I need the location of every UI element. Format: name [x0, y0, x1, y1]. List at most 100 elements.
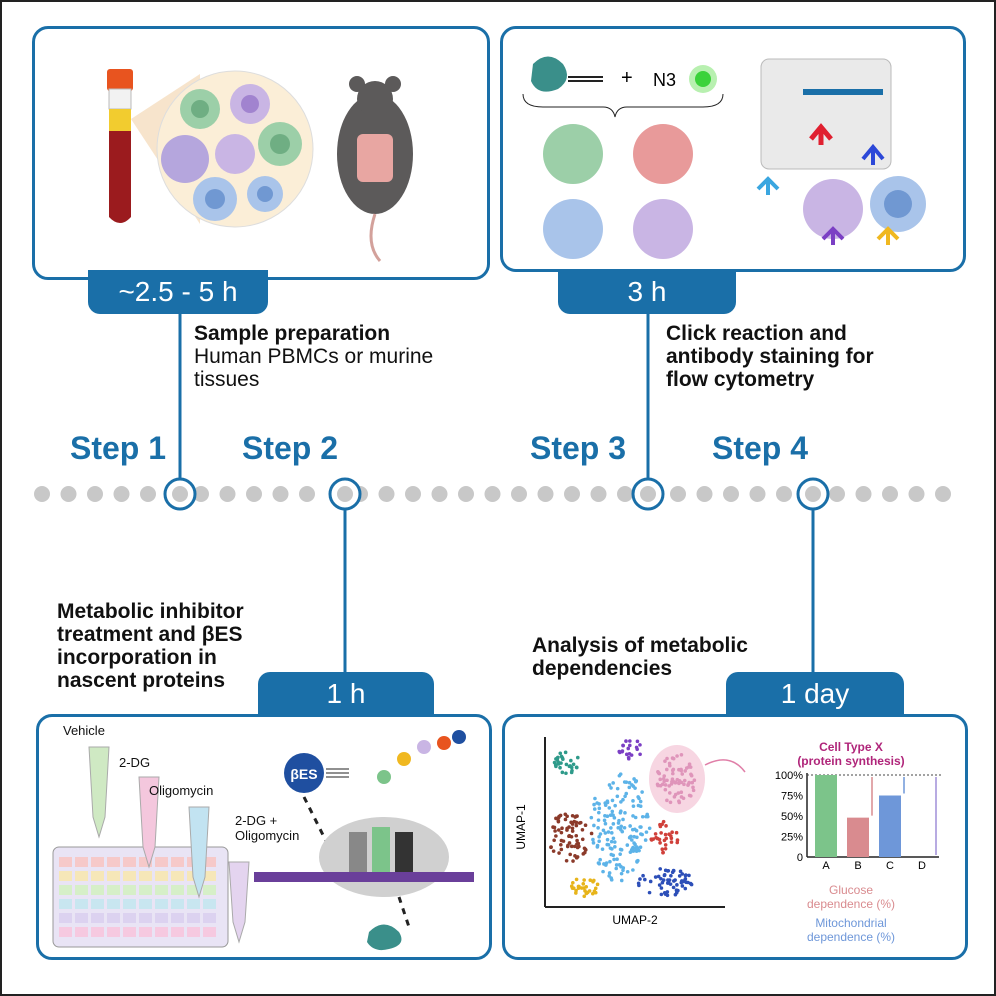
- timeline-dot: [246, 486, 262, 502]
- umap-point: [687, 873, 691, 878]
- step2-title-line: incorporation in: [57, 646, 217, 669]
- step1-description: Sample preparation Human PBMCs or murine…: [194, 322, 474, 391]
- umap-point: [589, 815, 594, 820]
- umap-point: [656, 874, 661, 879]
- step2-title-line: nascent proteins: [57, 669, 226, 692]
- y-tick-label: 50%: [781, 811, 803, 823]
- plate-well: [171, 913, 184, 923]
- plate-well: [139, 927, 152, 937]
- umap-point: [554, 834, 558, 838]
- protein-icon: [531, 56, 567, 92]
- umap-point: [590, 891, 595, 896]
- umap-point: [563, 750, 568, 755]
- step4-description: Analysis of metabolic dependencies: [532, 634, 812, 680]
- plate-well: [123, 899, 136, 909]
- bar-B: [847, 817, 869, 857]
- step2-description: Metabolic inhibitor treatment and βES in…: [57, 600, 317, 692]
- step2-time-tab: 1 h: [258, 672, 434, 716]
- umap-point: [669, 836, 674, 841]
- step3-title-line: antibody staining for: [666, 345, 874, 368]
- umap-point: [612, 840, 617, 844]
- umap-point: [618, 847, 623, 852]
- umap-point: [601, 828, 606, 833]
- umap-point: [633, 842, 637, 847]
- umap-point: [671, 885, 676, 890]
- umap-point: [582, 894, 587, 899]
- step4-title-line: dependencies: [532, 657, 673, 680]
- umap-point: [575, 845, 580, 850]
- umap-point: [608, 846, 613, 850]
- bes-label: βES: [290, 766, 317, 782]
- timeline-dot: [749, 486, 766, 502]
- umap-point: [608, 859, 612, 864]
- umap-point: [663, 892, 668, 896]
- umap-point: [621, 866, 626, 870]
- umap-point: [598, 857, 602, 862]
- timeline-dot: [696, 486, 713, 502]
- sample-illustration: [107, 69, 413, 262]
- plasma-layer: [109, 109, 131, 131]
- plate-well: [203, 885, 216, 895]
- umap-point: [591, 879, 595, 884]
- umap-point: [631, 799, 635, 803]
- umap-point: [617, 773, 622, 778]
- umap-point: [674, 830, 679, 835]
- umap-point: [627, 785, 632, 790]
- umap-point: [635, 859, 639, 863]
- umap-point: [593, 796, 597, 801]
- click-illustration: + N3: [522, 56, 926, 259]
- umap-point: [643, 877, 647, 882]
- plate-well: [123, 857, 136, 867]
- umap-point: [617, 863, 622, 867]
- umap-point: [598, 832, 603, 836]
- umap-point: [559, 847, 564, 852]
- plate-well: [107, 913, 120, 923]
- plate-well: [171, 899, 184, 909]
- umap-point: [582, 878, 586, 882]
- umap-point: [628, 743, 632, 748]
- plate-well: [203, 857, 216, 867]
- plate-well: [187, 885, 200, 895]
- annotation-mito-line2: dependence (%): [807, 930, 895, 944]
- umap-point: [631, 784, 636, 788]
- umap-point: [621, 817, 625, 822]
- umap-point: [589, 831, 594, 836]
- plate-well: [171, 927, 184, 937]
- timeline-dot: [484, 486, 501, 502]
- umap-point: [560, 826, 564, 831]
- umap-point: [597, 835, 601, 839]
- plate-well: [139, 857, 152, 867]
- umap-point: [581, 852, 586, 856]
- plate-well: [139, 899, 152, 909]
- umap-point: [631, 804, 636, 808]
- panel-analysis: UMAP-1 UMAP-2 Cell Type X (protein synth…: [502, 714, 968, 960]
- umap-point: [595, 882, 600, 887]
- umap-point: [628, 739, 632, 743]
- umap-point: [570, 768, 574, 773]
- umap-point: [604, 863, 608, 867]
- x-tick-label: B: [854, 860, 861, 872]
- umap-point: [688, 881, 693, 886]
- step1-title: Sample preparation: [194, 322, 391, 345]
- plate-well: [59, 913, 72, 923]
- umap-point: [593, 886, 598, 891]
- umap-point: [619, 878, 624, 883]
- timeline-dot: [87, 486, 103, 502]
- plate-well: [59, 871, 72, 881]
- umap-point: [571, 762, 576, 767]
- umap-point: [559, 842, 563, 847]
- panel-inhibitor-treatment: βES Vehicle 2-DG Oligomycin 2-DG + Oligo…: [36, 714, 492, 960]
- umap-point: [653, 875, 658, 879]
- plate-well: [107, 871, 120, 881]
- umap-point: [667, 832, 671, 837]
- umap-point: [670, 870, 675, 875]
- umap-point: [609, 831, 614, 835]
- timeline-dot: [776, 486, 792, 502]
- umap-point: [621, 743, 625, 748]
- umap-point: [658, 841, 662, 845]
- umap-point: [659, 892, 664, 897]
- umap-point: [675, 889, 679, 893]
- umap-point: [649, 837, 654, 841]
- blood-layer: [109, 131, 131, 223]
